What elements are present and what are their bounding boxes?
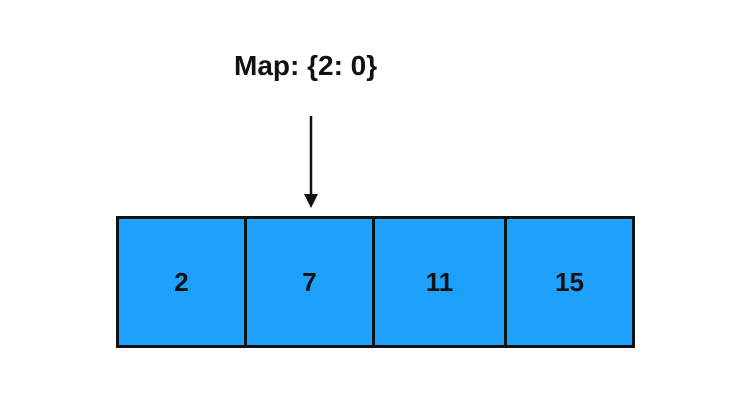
- array-cell-value: 7: [302, 266, 317, 297]
- array: 2 7 11 15: [116, 216, 638, 348]
- array-cell-0: 2: [116, 216, 247, 348]
- array-cell-value: 15: [555, 266, 584, 297]
- array-cell-2: 11: [372, 216, 507, 348]
- array-cell-3: 15: [504, 216, 635, 348]
- array-cell-1: 7: [244, 216, 375, 348]
- pointer-arrow-icon: [304, 116, 318, 208]
- array-cell-value: 2: [174, 266, 189, 297]
- array-cell-value: 11: [425, 266, 454, 297]
- map-state-label: Map: {2: 0}: [234, 50, 378, 81]
